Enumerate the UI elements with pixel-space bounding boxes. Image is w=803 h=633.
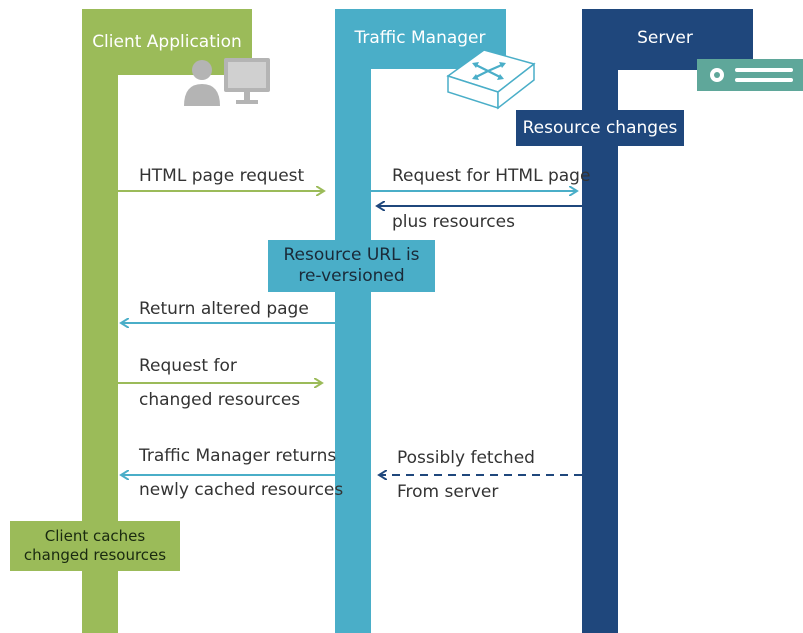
server-rack-icon [697,59,803,91]
client-caches-line2: changed resources [23,546,167,564]
plus-resources-label: plus resources [392,212,515,232]
from-server-label: From server [397,482,499,502]
traffic-manager-lane-title: Traffic Manager [354,28,486,48]
tm-returns-label: Traffic Manager returns [139,446,337,466]
client-lane-header [82,9,252,75]
client-caches-line1: Client caches [44,527,146,545]
server-lane-title: Server [637,28,693,48]
changed-resources-label: changed resources [139,390,301,410]
resource-url-line1: Resource URL is [283,245,420,265]
resource-url-reversioned-note: Resource URL is re-versioned [268,240,435,292]
newly-cached-label: newly cached resources [139,480,344,500]
traffic-manager-lifeline [335,69,371,633]
possibly-fetched-label: Possibly fetched [397,448,535,468]
client-caches-note: Client caches changed resources [10,521,180,571]
resource-changes-text: Resource changes [522,117,678,138]
client-lane-title: Client Application [92,32,242,52]
resource-url-line2: re-versioned [298,266,405,286]
request-for-label: Request for [139,356,237,376]
server-lifeline [582,70,618,633]
html-page-request-label: HTML page request [139,166,305,186]
user-with-monitor-icon [184,58,270,106]
router-switch-icon [446,49,536,110]
request-for-html-page-label: Request for HTML page [392,166,591,186]
resource-changes-note: Resource changes [516,110,684,146]
return-altered-page-label: Return altered page [139,299,309,319]
